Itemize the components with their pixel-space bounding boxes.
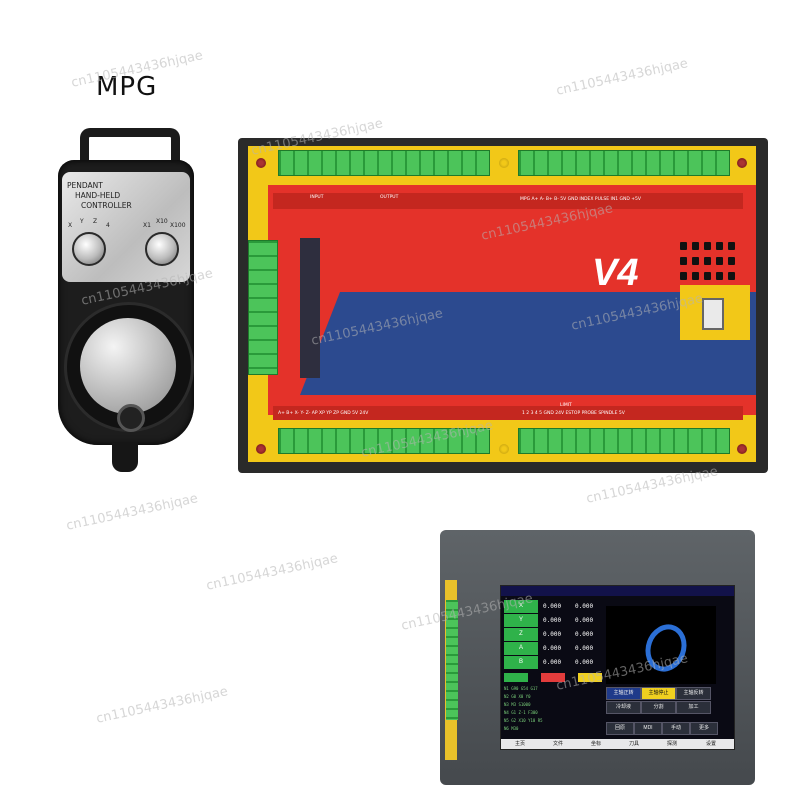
machine-coord-b: 0.000 bbox=[575, 659, 594, 666]
work-coord-x: 0.000 bbox=[543, 603, 562, 610]
model-label: V4 bbox=[592, 252, 639, 294]
work-coord-a: 0.000 bbox=[543, 645, 562, 652]
axis-tick-x: X bbox=[68, 222, 73, 229]
tab-tool[interactable]: 刀具 bbox=[628, 741, 639, 747]
home-button[interactable]: 回原 bbox=[606, 722, 634, 735]
machine-coord-x: 0.000 bbox=[575, 603, 594, 610]
screw-icon bbox=[499, 158, 509, 168]
screw-icon bbox=[499, 444, 509, 454]
machine-coord-z: 0.000 bbox=[575, 631, 594, 638]
pendant-handle bbox=[80, 128, 180, 178]
tab-home[interactable]: 主页 bbox=[514, 741, 525, 747]
pendant-line3: CONTROLLER bbox=[81, 201, 132, 210]
spindle-cw-button[interactable]: 主轴正转 bbox=[606, 687, 641, 700]
bottom-left-pins: A+ B+ X- Y- Z- AP XP YP ZP GND 5V 24V bbox=[278, 411, 369, 416]
machine-coord-a: 0.000 bbox=[575, 645, 594, 652]
pendant-cable bbox=[112, 442, 138, 472]
status-green-button[interactable] bbox=[504, 673, 528, 682]
axis-button-y[interactable]: Y bbox=[504, 614, 538, 627]
machine-coord-y: 0.000 bbox=[575, 617, 594, 624]
bottom-right-pins: 1 2 3 4 5 GND 24V ESTOP PROBE SPINDLE 5V bbox=[522, 411, 625, 416]
scale-tick-x100: X100 bbox=[170, 222, 186, 229]
axis-button-a[interactable]: A bbox=[504, 642, 538, 655]
split-button[interactable]: 分割 bbox=[641, 701, 676, 714]
screw-icon bbox=[737, 158, 747, 168]
spindle-stop-button[interactable]: 主轴停止 bbox=[641, 687, 676, 700]
scale-select-knob[interactable] bbox=[145, 232, 179, 266]
watermark: cn1105443436hjqae bbox=[94, 684, 230, 727]
top-right-pins: MPG A+ A- B+ B- 5V GND INDEX PULSE IN1 G… bbox=[520, 197, 641, 202]
status-red-button[interactable] bbox=[541, 673, 565, 682]
coolant-button[interactable]: 冷却液 bbox=[606, 701, 641, 714]
status-yellow-button[interactable] bbox=[578, 673, 602, 682]
vent-grille bbox=[680, 242, 740, 282]
handwheel-crank[interactable] bbox=[117, 404, 145, 432]
usb-port[interactable] bbox=[702, 298, 724, 330]
axis-button-x[interactable]: X bbox=[504, 600, 538, 613]
pendant-line2: HAND-HELD bbox=[75, 191, 121, 200]
gcode-line: N1 G90 G54 G17 bbox=[504, 686, 538, 691]
input-header: INPUT bbox=[310, 195, 324, 200]
handwheel[interactable] bbox=[80, 318, 176, 414]
manual-button[interactable]: 手动 bbox=[662, 722, 690, 735]
mdi-button[interactable]: MDI bbox=[634, 722, 662, 735]
screw-icon bbox=[256, 444, 266, 454]
hmi-tab-bar: 主页 文件 坐标 刀具 探测 设置 bbox=[501, 739, 734, 749]
tab-probe[interactable]: 探测 bbox=[666, 741, 677, 747]
hmi-terminal bbox=[446, 600, 458, 720]
tab-settings[interactable]: 设置 bbox=[705, 741, 716, 747]
watermark: cn1105443436hjqae bbox=[554, 56, 690, 99]
watermark: cn1105443436hjqae bbox=[204, 551, 340, 594]
terminal-block-bottom-left bbox=[278, 428, 490, 454]
gcode-line: N6 M30 bbox=[504, 726, 519, 731]
more-button[interactable]: 更多 bbox=[690, 722, 718, 735]
mpg-label: MPG bbox=[96, 72, 158, 102]
terminal-block-left bbox=[248, 240, 278, 375]
work-coord-b: 0.000 bbox=[543, 659, 562, 666]
axis-select-knob[interactable] bbox=[72, 232, 106, 266]
work-coord-y: 0.000 bbox=[543, 617, 562, 624]
gcode-line: N4 G1 Z-1 F300 bbox=[504, 710, 538, 715]
left-pin-strip bbox=[300, 238, 320, 378]
gcode-line: N2 G0 X0 Y0 bbox=[504, 694, 531, 699]
gcode-line: N5 G2 X10 Y10 R5 bbox=[504, 718, 543, 723]
screw-icon bbox=[256, 158, 266, 168]
tab-file[interactable]: 文件 bbox=[552, 741, 563, 747]
scale-tick-x10: X10 bbox=[156, 218, 168, 225]
axis-button-b[interactable]: B bbox=[504, 656, 538, 669]
terminal-block-top-right bbox=[518, 150, 730, 176]
tab-coords[interactable]: 坐标 bbox=[590, 741, 601, 747]
gcode-line: N3 M3 S1000 bbox=[504, 702, 531, 707]
hmi-title-bar bbox=[501, 586, 734, 596]
pendant-line1: PENDANT bbox=[67, 181, 103, 190]
limit-header: LIMIT bbox=[560, 403, 572, 408]
axis-button-z[interactable]: Z bbox=[504, 628, 538, 641]
pendant-text: PENDANT HAND-HELD CONTROLLER bbox=[67, 181, 187, 211]
terminal-block-bottom-right bbox=[518, 428, 730, 454]
terminal-block-top-left bbox=[278, 150, 490, 176]
axis-tick-4: 4 bbox=[106, 222, 110, 229]
output-header: OUTPUT bbox=[380, 195, 399, 200]
watermark: cn1105443436hjqae bbox=[64, 491, 200, 534]
axis-tick-z: Z bbox=[93, 218, 98, 225]
toolpath-preview bbox=[606, 606, 716, 684]
top-pin-strip bbox=[273, 193, 743, 209]
scale-tick-x1: X1 bbox=[143, 222, 151, 229]
axis-tick-y: Y bbox=[80, 218, 84, 225]
bottom-pin-strip bbox=[273, 406, 743, 420]
work-coord-z: 0.000 bbox=[543, 631, 562, 638]
machining-button[interactable]: 加工 bbox=[676, 701, 711, 714]
spindle-ccw-button[interactable]: 主轴反转 bbox=[676, 687, 711, 700]
screw-icon bbox=[737, 444, 747, 454]
hmi-screen: X Y Z A B 0.000 0.000 0.000 0.000 0.000 … bbox=[500, 585, 735, 750]
